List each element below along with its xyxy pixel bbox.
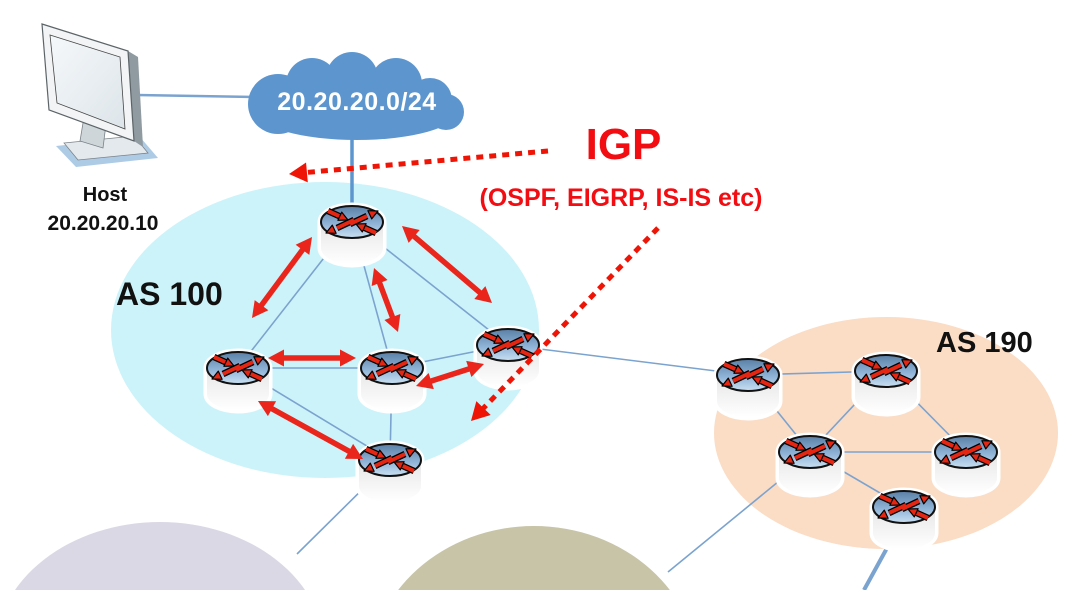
igp-adjacency-arrow-4 [268, 349, 356, 367]
igp-adjacency-arrow-5 [416, 360, 484, 390]
igp-pointer-arrows [289, 148, 660, 421]
network-cloud-icon [248, 52, 464, 140]
link-as100-r4-to-as190-r1 [507, 344, 749, 376]
router-icon-as190-r4 [935, 436, 997, 494]
router-icon-as100-r5 [359, 444, 421, 502]
igp-adjacency-arrow-1 [252, 237, 312, 318]
host-label: Host [82, 184, 128, 206]
igp-pointer-arrow-1 [289, 148, 549, 183]
igp-title: IGP [585, 120, 662, 169]
igp-pointer-arrow-2 [471, 226, 660, 421]
region-region-bottom-center [398, 526, 670, 590]
router-icon-as190-r3 [779, 436, 841, 494]
link-as190-r3-to-bottom-center-region [667, 467, 796, 573]
host-ip-label: 20.20.20.10 [47, 212, 159, 235]
igp-adjacency-arrow-6 [258, 401, 363, 459]
router-icon-as100-r1 [321, 206, 383, 264]
region-region-bottom-left [15, 522, 305, 590]
as100-label: AS 100 [116, 276, 223, 312]
monitor-screen [49, 34, 126, 130]
router-icon-as100-r3 [361, 352, 423, 410]
igp-subtitle: (OSPF, EIGRP, IS-IS etc) [479, 184, 763, 212]
link-host-to-cloud [136, 93, 256, 99]
cloud-network-label: 20.20.20.0/24 [277, 88, 437, 116]
router-icon-as190-r5 [873, 491, 935, 549]
as190-label: AS 190 [936, 327, 1033, 359]
monitor-side-depth [128, 51, 143, 147]
igp-adjacency-arrows [252, 226, 492, 459]
igp-adjacency-arrow-3 [402, 226, 492, 303]
router-icon-as190-r2 [855, 355, 917, 413]
host-computer-icon [41, 23, 158, 167]
igp-adjacency-arrow-2 [371, 268, 401, 332]
router-icon-as190-r1 [717, 359, 779, 417]
